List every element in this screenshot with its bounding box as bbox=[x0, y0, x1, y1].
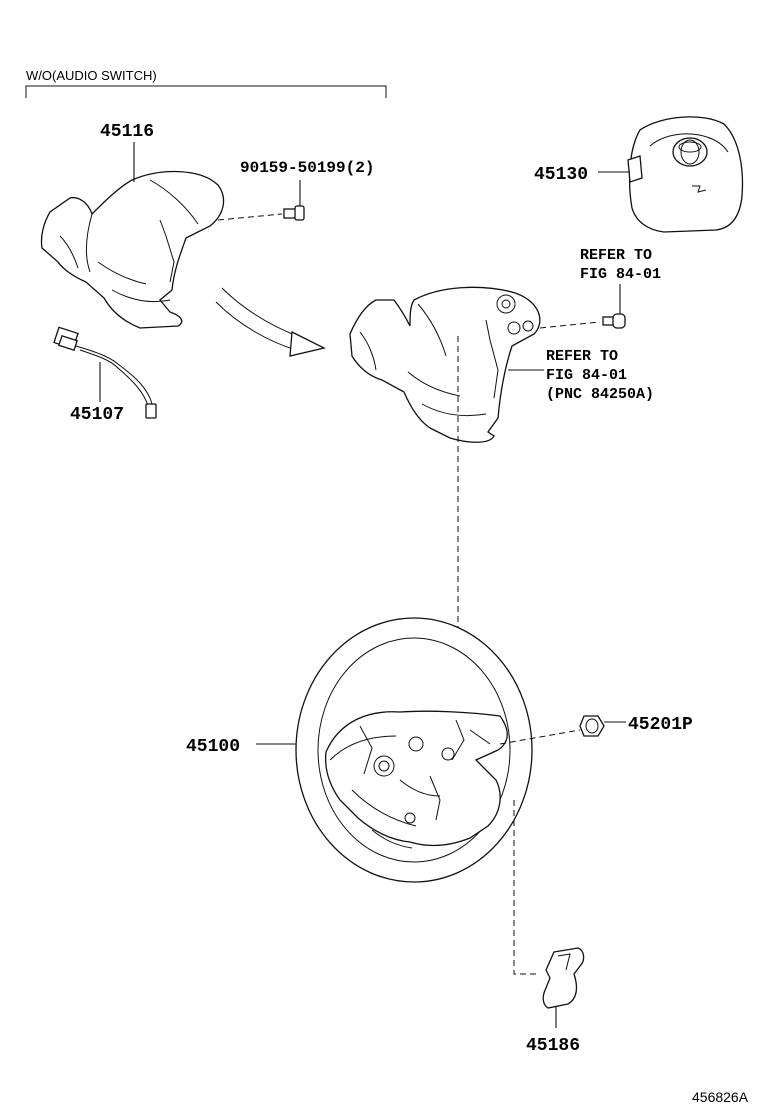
refer-bolt-drawing bbox=[539, 284, 626, 329]
label-45130: 45130 bbox=[534, 165, 588, 185]
airbag-45130-drawing bbox=[627, 116, 744, 233]
refer-note-1-line2: FIG 84-01 bbox=[580, 266, 661, 283]
variant-bracket: W/O(AUDIO SWITCH) bbox=[25, 68, 387, 98]
harness-45107-drawing bbox=[53, 326, 157, 419]
label-45116: 45116 bbox=[100, 122, 154, 142]
label-45100: 45100 bbox=[186, 737, 240, 757]
variant-label: W/O(AUDIO SWITCH) bbox=[26, 68, 157, 83]
assembly-arrow bbox=[215, 287, 326, 357]
lower-cover-45186-drawing bbox=[513, 800, 585, 1009]
refer-note-1-line1: REFER TO bbox=[580, 247, 652, 264]
label-bolt-90159: 90159-50199(2) bbox=[240, 159, 374, 177]
nut-45201p-drawing bbox=[499, 715, 605, 745]
label-45186: 45186 bbox=[526, 1036, 580, 1056]
label-45107: 45107 bbox=[70, 405, 124, 425]
label-45201p: 45201P bbox=[628, 715, 693, 735]
steering-cover-with-audio-switch-drawing bbox=[349, 286, 541, 443]
refer-note-2-line3: (PNC 84250A) bbox=[546, 386, 654, 403]
illustration-id: 456826A bbox=[692, 1089, 749, 1105]
refer-note-2-line2: FIG 84-01 bbox=[546, 367, 627, 384]
bolt-90159-drawing bbox=[217, 180, 305, 221]
steering-cover-45116-drawing bbox=[40, 170, 225, 329]
steering-wheel-45100-drawing bbox=[295, 617, 533, 883]
refer-note-2-line1: REFER TO bbox=[546, 348, 618, 365]
